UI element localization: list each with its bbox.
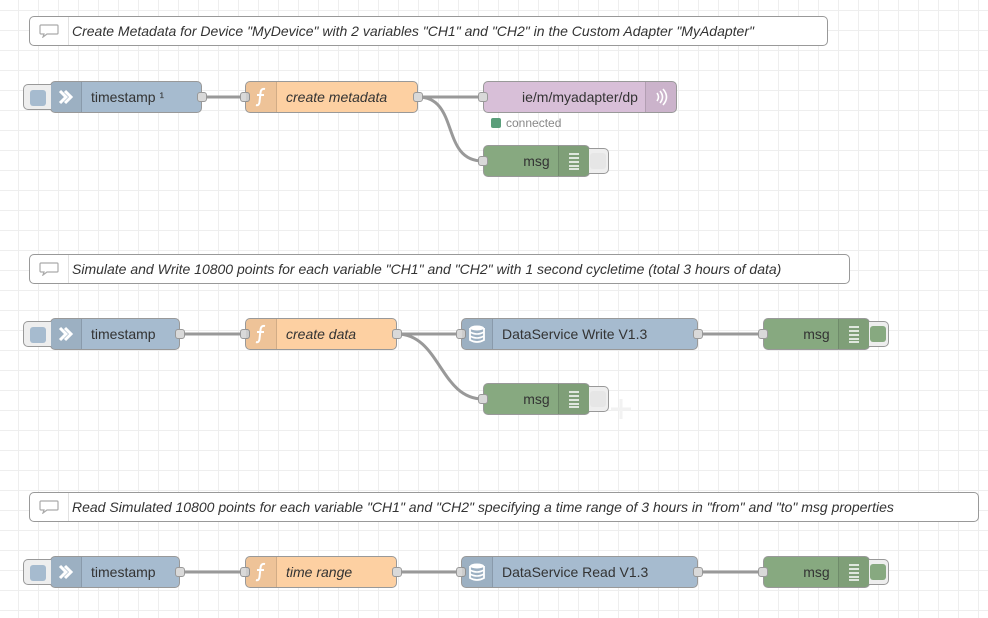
node-label: msg: [523, 391, 550, 407]
debug-toggle-button[interactable]: [589, 386, 609, 412]
debug-toggle-button[interactable]: [869, 321, 889, 347]
inject-node[interactable]: timestamp: [23, 556, 185, 588]
output-port[interactable]: [392, 329, 402, 339]
debug-node[interactable]: msg: [478, 383, 609, 415]
speech-bubble-icon: [30, 17, 69, 45]
node-label: msg: [803, 326, 830, 342]
input-port[interactable]: [758, 329, 768, 339]
debug-node[interactable]: msg: [478, 145, 609, 177]
arrow-in-icon: [51, 319, 82, 349]
mqtt-out-node[interactable]: ie/m/myadapter/dp: [478, 81, 677, 113]
dataservice-write-node[interactable]: DataService Write V1.3: [456, 318, 703, 350]
debug-list-icon: [838, 319, 869, 349]
node-label: create data: [286, 326, 357, 342]
output-port[interactable]: [413, 92, 423, 102]
input-port[interactable]: [456, 567, 466, 577]
comment-node[interactable]: Simulate and Write 10800 points for each…: [29, 254, 850, 284]
node-label: DataService Write V1.3: [502, 326, 648, 342]
function-node[interactable]: create metadata: [240, 81, 423, 113]
function-node[interactable]: create data: [240, 318, 402, 350]
inject-node[interactable]: timestamp ¹: [23, 81, 207, 113]
node-label: time range: [286, 564, 353, 580]
arrow-in-icon: [51, 557, 82, 587]
cursor-crosshair-icon: [611, 399, 631, 419]
function-icon: [246, 82, 277, 112]
debug-toggle-button[interactable]: [869, 559, 889, 585]
status-dot: [491, 118, 501, 128]
speech-bubble-icon: [30, 255, 69, 283]
status-text: connected: [506, 116, 562, 130]
inject-node[interactable]: timestamp: [23, 318, 185, 350]
wire: [396, 332, 484, 401]
node-label: msg: [523, 153, 550, 169]
input-port[interactable]: [240, 92, 250, 102]
node-status: connected: [491, 116, 561, 130]
input-port[interactable]: [240, 329, 250, 339]
inject-button[interactable]: [23, 321, 51, 347]
comment-text: Create Metadata for Device "MyDevice" wi…: [72, 23, 754, 39]
node-label: timestamp: [91, 564, 156, 580]
node-label: DataService Read V1.3: [502, 564, 649, 580]
output-port[interactable]: [392, 567, 402, 577]
comment-text: Simulate and Write 10800 points for each…: [72, 261, 782, 277]
dataservice-read-node[interactable]: DataService Read V1.3: [456, 556, 703, 588]
input-port[interactable]: [758, 567, 768, 577]
output-port[interactable]: [197, 92, 207, 102]
node-label: ie/m/myadapter/dp: [522, 89, 638, 105]
function-node[interactable]: time range: [240, 556, 402, 588]
node-label: create metadata: [286, 89, 388, 105]
node-label: timestamp: [91, 326, 156, 342]
debug-list-icon: [838, 557, 869, 587]
inject-button[interactable]: [23, 84, 51, 110]
wire: [417, 95, 484, 163]
comment-node[interactable]: Read Simulated 10800 points for each var…: [29, 492, 979, 522]
node-label: timestamp ¹: [91, 89, 165, 105]
database-icon: [462, 557, 493, 587]
debug-list-icon: [558, 146, 589, 176]
output-port[interactable]: [693, 329, 703, 339]
bridge-icon: [645, 82, 676, 112]
speech-bubble-icon: [30, 493, 69, 521]
input-port[interactable]: [478, 92, 488, 102]
debug-node[interactable]: msg: [758, 318, 889, 350]
debug-node[interactable]: msg: [758, 556, 889, 588]
comment-text: Read Simulated 10800 points for each var…: [72, 499, 894, 515]
node-label: msg: [803, 564, 830, 580]
function-icon: [246, 557, 277, 587]
comment-node[interactable]: Create Metadata for Device "MyDevice" wi…: [29, 16, 828, 46]
input-port[interactable]: [478, 156, 488, 166]
debug-list-icon: [558, 384, 589, 414]
database-icon: [462, 319, 493, 349]
input-port[interactable]: [456, 329, 466, 339]
inject-button[interactable]: [23, 559, 51, 585]
output-port[interactable]: [175, 567, 185, 577]
input-port[interactable]: [478, 394, 488, 404]
function-icon: [246, 319, 277, 349]
debug-toggle-button[interactable]: [589, 148, 609, 174]
output-port[interactable]: [693, 567, 703, 577]
output-port[interactable]: [175, 329, 185, 339]
arrow-in-icon: [51, 82, 82, 112]
input-port[interactable]: [240, 567, 250, 577]
